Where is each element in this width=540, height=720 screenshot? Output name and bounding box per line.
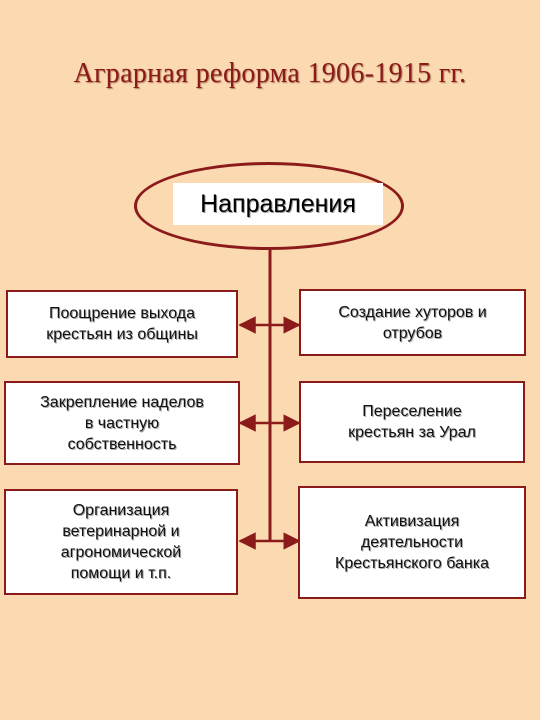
left-box-3: Организация ветеринарной и агрономическо… [4,489,238,595]
right-box-1: Создание хуторов и отрубов [299,289,526,356]
right-box-2: Переселение крестьян за Урал [299,381,525,463]
page-title: Аграрная реформа 1906-1915 гг. [73,58,467,89]
center-label: Направления [173,183,383,225]
left-box-2: Закрепление наделов в частную собственно… [4,381,240,465]
center-oval [134,162,404,250]
right-box-3: Активизация деятельности Крестьянского б… [298,486,526,599]
left-box-1: Поощрение выхода крестьян из общины [6,290,238,358]
